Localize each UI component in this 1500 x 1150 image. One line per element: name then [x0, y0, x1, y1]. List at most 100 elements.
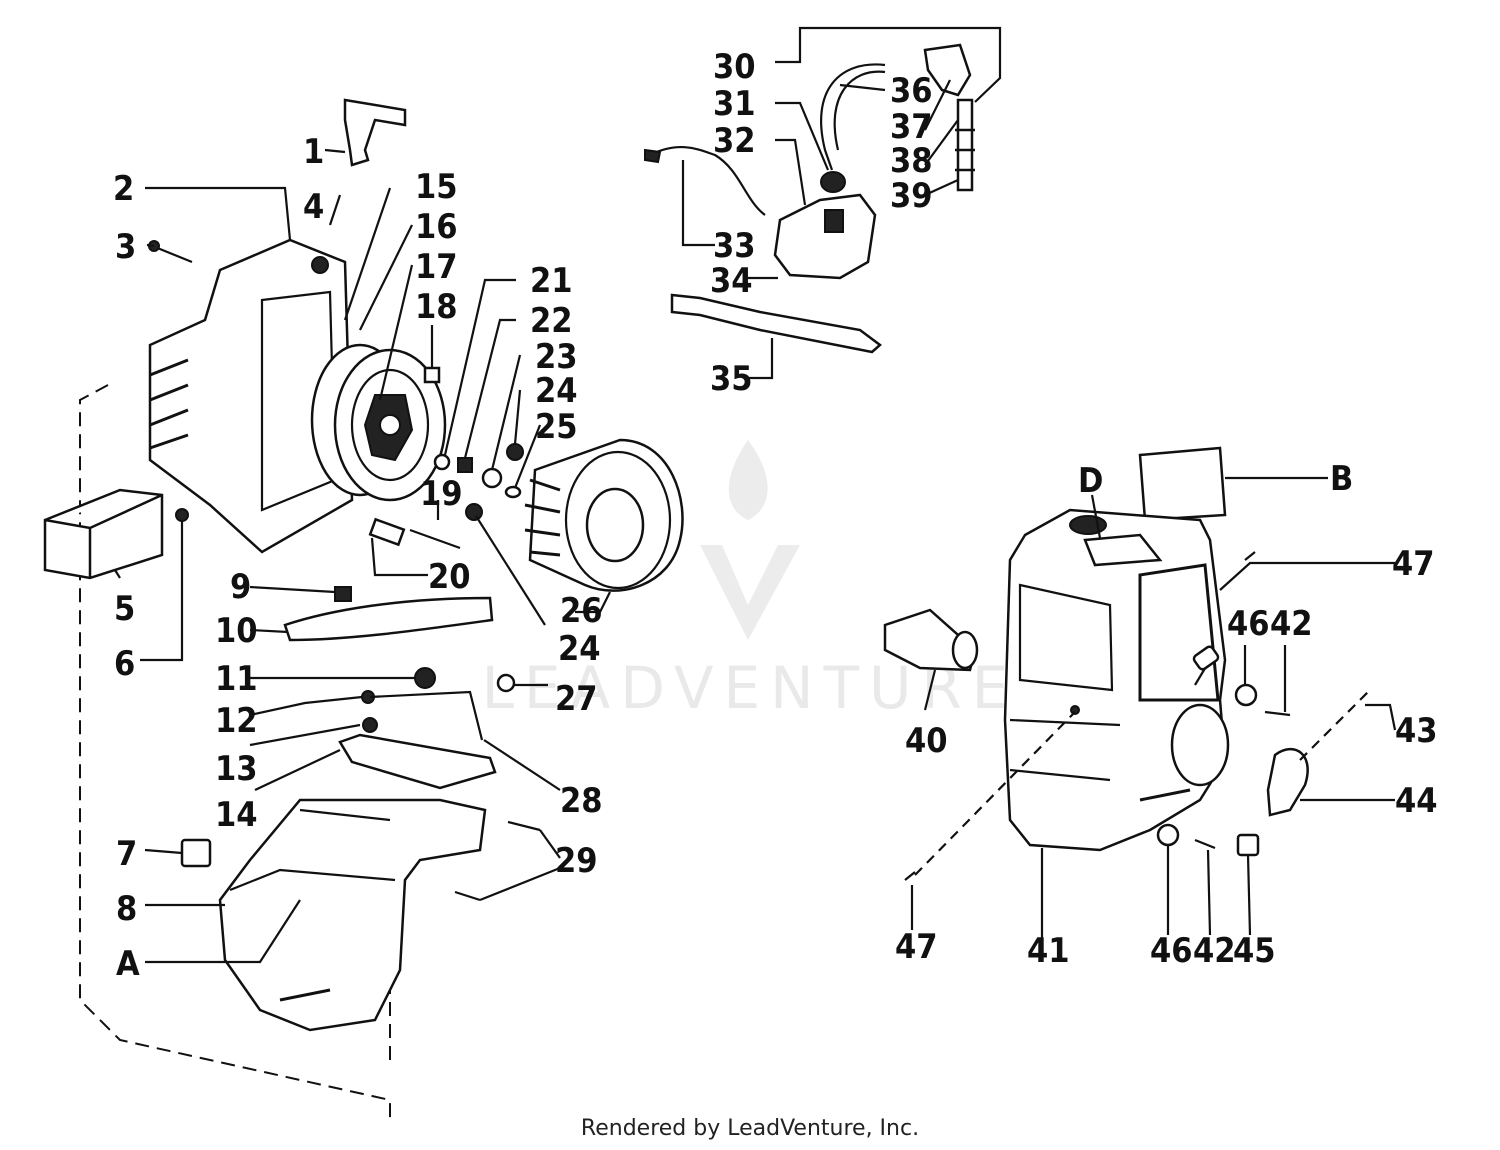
part-D-label — [1083, 533, 1163, 567]
callout-1: 1 — [303, 132, 324, 172]
callout-20: 20 — [428, 557, 471, 597]
callout-28: 28 — [560, 781, 603, 821]
part-42-screw-lower — [1194, 838, 1216, 850]
callout-25: 25 — [535, 407, 578, 447]
callout-18: 18 — [415, 287, 458, 327]
callout-11: 11 — [215, 659, 258, 699]
part-6-screw — [175, 508, 189, 522]
part-41-cap-hole — [1069, 515, 1107, 535]
part-34-fuel-tank — [773, 193, 877, 280]
part-24-upper — [506, 443, 524, 461]
part-20-spacer — [368, 517, 406, 547]
part-27-ring — [496, 673, 516, 693]
part-2-housing — [148, 238, 354, 554]
part-14-plate — [338, 733, 497, 790]
part-35-drive-shaft — [670, 293, 882, 354]
callout-38: 38 — [890, 141, 933, 181]
callout-40: 40 — [905, 721, 948, 761]
callout-10: 10 — [215, 611, 258, 651]
callout-12: 12 — [215, 701, 258, 741]
part-34-fill-neck — [824, 209, 844, 233]
callout-14: 14 — [215, 795, 258, 835]
callout-2: 2 — [113, 169, 134, 209]
part-28-wire — [369, 690, 484, 741]
part-25-washer — [504, 485, 522, 499]
callout-45: 45 — [1233, 931, 1276, 971]
callout-4: 4 — [303, 187, 324, 227]
part-7-mount — [180, 838, 212, 868]
callout-35: 35 — [710, 359, 753, 399]
callout-27: 27 — [555, 679, 598, 719]
callout-47-upper: 47 — [1392, 544, 1435, 584]
fuel-assembly — [644, 26, 1002, 380]
part-11-grommet — [414, 667, 436, 689]
callout-24-upper: 24 — [535, 371, 578, 411]
callout-13: 13 — [215, 749, 258, 789]
part-8-slot — [279, 988, 331, 1002]
callout-D: D — [1078, 461, 1103, 501]
callout-5: 5 — [114, 589, 135, 629]
part-B-decal — [1138, 446, 1227, 522]
part-2-boss — [311, 256, 329, 274]
callout-42-upper: 42 — [1270, 604, 1313, 644]
part-19-bolt — [409, 528, 461, 550]
callout-7: 7 — [116, 834, 137, 874]
part-8-cover — [218, 798, 487, 1032]
part-5-air-filter — [43, 488, 164, 580]
callout-37: 37 — [890, 107, 933, 147]
callout-29: 29 — [555, 841, 598, 881]
part-44-clamp — [1266, 747, 1309, 817]
callout-41: 41 — [1027, 931, 1070, 971]
part-21-washer — [433, 453, 451, 471]
left-assembly — [43, 98, 684, 1125]
callout-44: 44 — [1395, 781, 1438, 821]
part-2-fins — [149, 358, 189, 450]
callout-16: 16 — [415, 207, 458, 247]
callout-30: 30 — [713, 47, 756, 87]
part-46-washer-upper — [1234, 683, 1258, 707]
callout-21: 21 — [530, 261, 573, 301]
callout-22: 22 — [530, 301, 573, 341]
callout-34: 34 — [710, 261, 753, 301]
part-29-screw-a — [507, 820, 541, 832]
part-47-screw-upper — [1244, 551, 1256, 561]
callout-36: 36 — [890, 71, 933, 111]
part-33-fuel-line — [649, 146, 766, 216]
callout-24-lower: 24 — [558, 629, 601, 669]
callout-33: 33 — [713, 226, 756, 266]
part-31-cap — [820, 171, 846, 193]
part-22-nut — [457, 457, 473, 473]
shroud-assembly — [883, 446, 1397, 940]
callout-31: 31 — [713, 84, 756, 124]
assembly-dashed-line — [79, 384, 391, 1125]
part-4-rope — [328, 194, 342, 226]
part-41-window-left — [1018, 583, 1114, 692]
part-37-plug-boot — [923, 43, 972, 97]
part-47-screw-lower — [904, 871, 916, 881]
part-26-flywheel — [524, 438, 684, 592]
callout-46-upper: 46 — [1227, 604, 1270, 644]
callout-19: 19 — [420, 474, 463, 514]
callout-42-lower: 42 — [1193, 931, 1236, 971]
callout-32: 32 — [713, 121, 756, 161]
left-leader-lines — [114, 148, 611, 964]
callout-8: 8 — [116, 889, 137, 929]
part-18-pin — [423, 366, 441, 384]
part-17-pulley — [310, 343, 447, 502]
callout-labels: 1 2 3 4 5 6 7 8 9 10 11 12 13 14 15 16 1… — [113, 47, 1438, 984]
callout-9: 9 — [230, 567, 251, 607]
callout-15: 15 — [415, 167, 458, 207]
part-8-detail — [229, 808, 396, 892]
part-23-nut — [481, 467, 503, 489]
part-29-screw-b — [454, 890, 481, 902]
callout-46-lower: 46 — [1150, 931, 1193, 971]
callout-26: 26 — [560, 591, 603, 631]
callout-17: 17 — [415, 247, 458, 287]
part-41-window-right — [1138, 563, 1220, 702]
part-41-handle-mount — [1170, 703, 1230, 787]
callout-3: 3 — [115, 227, 136, 267]
part-39-spark-plug — [955, 98, 975, 192]
part-1-starter-handle — [343, 98, 407, 167]
callout-23: 23 — [535, 337, 578, 377]
